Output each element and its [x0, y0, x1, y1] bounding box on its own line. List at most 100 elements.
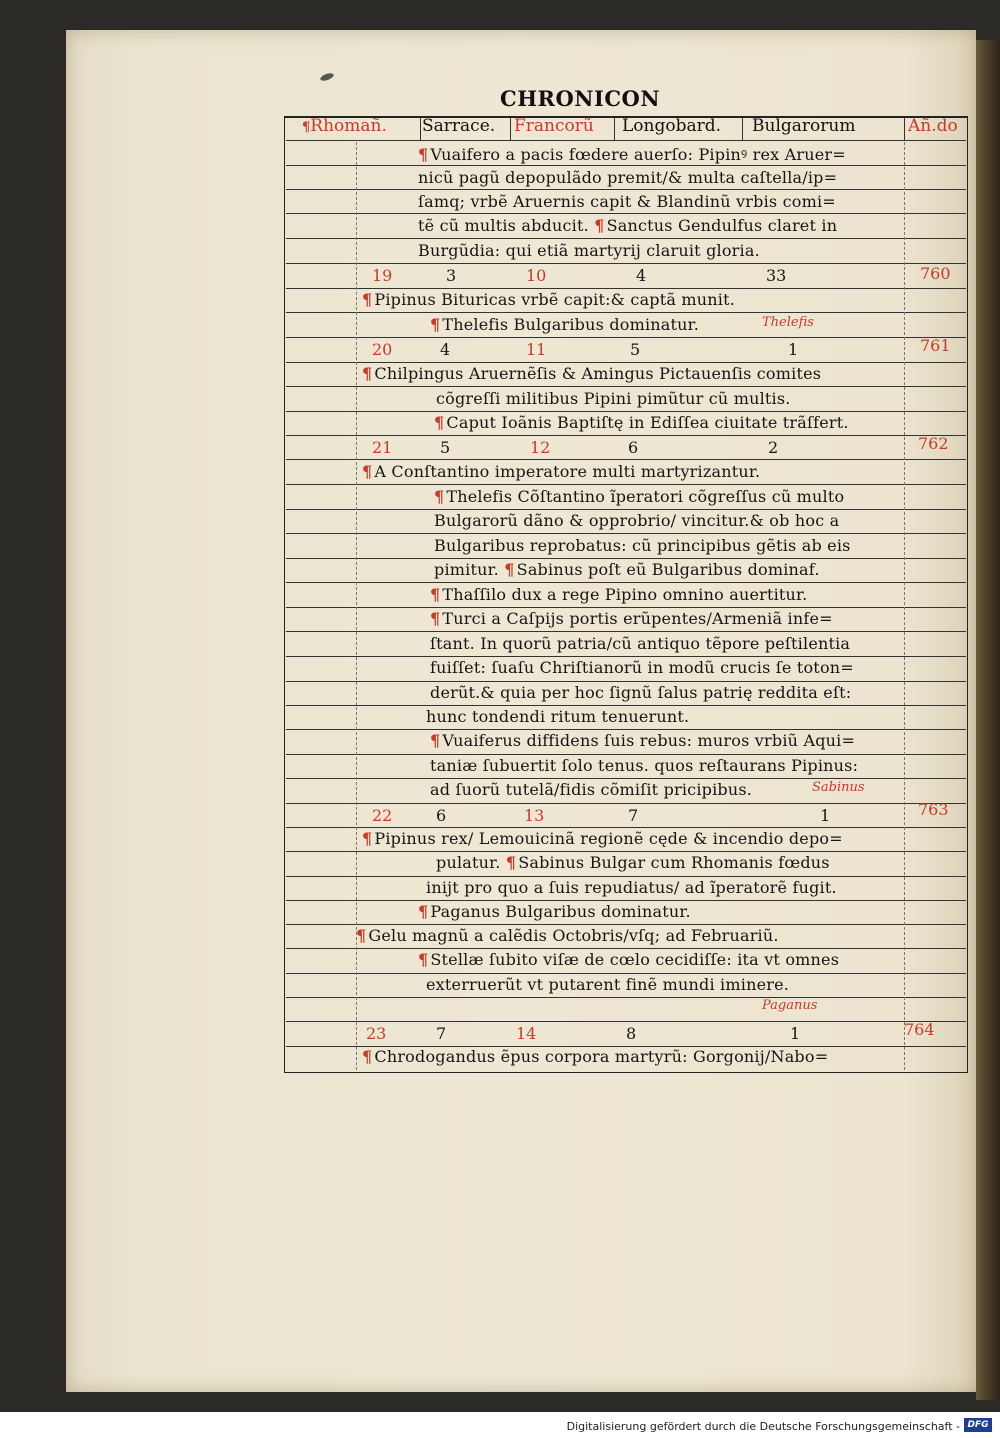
entry-line: ¶Paganus Bulgaribus dominatur.: [418, 902, 691, 921]
year-rhoman: 22: [372, 806, 393, 825]
col-rhoman: ¶Rhomañ.: [302, 116, 387, 136]
year-longobard: 5: [630, 340, 641, 359]
row-rule: [286, 1046, 966, 1047]
page-edge-shadow: [976, 40, 1000, 1400]
row-rule: [286, 288, 966, 289]
year-anno-domini: 764: [904, 1020, 935, 1039]
year-rhoman: 23: [366, 1024, 387, 1043]
row-rule: [286, 681, 966, 682]
year-francoru: 11: [526, 340, 547, 359]
row-rule: [286, 656, 966, 657]
left-column-guide: [356, 142, 357, 1070]
entry-line: ¶Pipinus Bituricas vrbẽ capit:& captã mu…: [362, 290, 736, 309]
year-francoru: 10: [526, 266, 547, 285]
row-rule: [286, 827, 966, 828]
entry-line: ¶Caput Ioãnis Baptiſtę in Ediſſea ciuita…: [434, 413, 849, 432]
entry-line: ¶Thelefis Cõſtantino ĩperatori cõgreſſus…: [434, 487, 845, 506]
row-rule: [286, 900, 966, 901]
year-sarrace: 3: [446, 266, 457, 285]
entry-line: ¶Gelu magnũ a calẽdis Octobris/vſq; ad F…: [356, 926, 779, 945]
row-rule: [286, 213, 966, 214]
entry-line: ¶Chilpingus Aruernẽſis & Amingus Pictaue…: [362, 364, 822, 383]
entry-line: inijt pro quo a ſuis repudiatus/ ad ĩper…: [426, 878, 837, 897]
entry-line: ¶Vuaifero a pacis fœdere auerſo: Pipinꝰ …: [418, 145, 846, 164]
col-sarrace: Sarrace.: [422, 116, 496, 136]
row-rule: [286, 362, 966, 363]
year-bulgarorum: 1: [820, 806, 831, 825]
entry-line: fuiſſet: ſuaſu Chriſtianorũ in modũ cruc…: [430, 658, 854, 677]
row-rule: [286, 509, 966, 510]
footer-text: Digitalisierung gefördert durch die Deut…: [566, 1420, 960, 1433]
entry-line: ¶Vuaiferus diffidens ſuis rebus: muros v…: [430, 731, 856, 750]
row-rule: [286, 140, 966, 141]
col-francoru: Francorũ: [514, 116, 594, 136]
year-rhoman: 20: [372, 340, 393, 359]
divider: [614, 118, 615, 140]
row-rule: [286, 754, 966, 755]
row-rule: [286, 558, 966, 559]
col-bulgarorum: Bulgarorum: [752, 116, 856, 136]
entry-line: ¶Thaſſilo dux a rege Pipino omnino auert…: [430, 585, 808, 604]
row-rule: [286, 948, 966, 949]
row-rule: [286, 337, 966, 338]
col-an-domini: Añ.do: [908, 116, 958, 136]
row-rule: [286, 386, 966, 387]
margin-note: Sabinus: [812, 780, 865, 795]
year-sarrace: 5: [440, 438, 451, 457]
entry-line: pimitur. ¶Sabinus poſt eũ Bulgaribus dom…: [434, 560, 820, 579]
year-francoru: 13: [524, 806, 545, 825]
divider: [904, 118, 905, 140]
right-column-guide: [904, 142, 905, 1070]
year-bulgarorum: 33: [766, 266, 787, 285]
entry-line: exterruerũt vt putarent finẽ mundi imine…: [426, 975, 790, 994]
year-bulgarorum: 1: [790, 1024, 801, 1043]
row-rule: [286, 631, 966, 632]
entry-line: Bulgarorũ dãno & opprobrio/ vincitur.& o…: [434, 511, 840, 530]
margin-note: Thelefis: [762, 315, 814, 330]
year-sarrace: 6: [436, 806, 447, 825]
entry-line: Bulgaribus reprobatus: cũ principibus gẽ…: [434, 536, 851, 555]
digitization-footer: Digitalisierung gefördert durch die Deut…: [0, 1412, 1000, 1438]
entry-line: ¶A Conſtantino imperatore multi martyriz…: [362, 462, 761, 481]
row-rule: [286, 582, 966, 583]
entry-line: ¶Thelefis Bulgaribus dominatur.: [430, 315, 700, 334]
entry-line: ¶Chrodogandus ẽpus corpora martyrũ: Gorg…: [362, 1047, 829, 1066]
row-rule: [286, 533, 966, 534]
year-longobard: 7: [628, 806, 639, 825]
entry-line: pulatur. ¶Sabinus Bulgar cum Rhomanis fœ…: [436, 853, 830, 872]
entry-line: derũt.& quia per hoc ſignũ ſalus patrię …: [430, 683, 852, 702]
row-rule: [286, 973, 966, 974]
row-rule: [286, 729, 966, 730]
year-longobard: 4: [636, 266, 647, 285]
year-anno-domini: 761: [920, 336, 951, 355]
year-longobard: 6: [628, 438, 639, 457]
divider: [420, 118, 421, 140]
row-rule: [286, 411, 966, 412]
row-rule: [286, 435, 966, 436]
col-longobard: Longobard.: [622, 116, 722, 136]
year-sarrace: 4: [440, 340, 451, 359]
entry-line: ¶Stellæ ſubito viſæ de cœlo cecidiſſe: i…: [418, 950, 840, 969]
year-sarrace: 7: [436, 1024, 447, 1043]
entry-line: nicũ pagũ depopulãdo premit/& multa caſt…: [418, 168, 838, 187]
margin-note: Paganus: [762, 998, 818, 1013]
row-rule: [286, 851, 966, 852]
entry-line: Burgũdia: qui etiã martyrij claruit glor…: [418, 241, 760, 260]
entry-line: ſtant. In quorũ patria/cũ antiquo tẽpore…: [430, 634, 851, 653]
divider: [742, 118, 743, 140]
row-rule: [286, 876, 966, 877]
year-bulgarorum: 1: [788, 340, 799, 359]
row-rule: [286, 803, 966, 804]
row-rule: [286, 607, 966, 608]
row-rule: [286, 189, 966, 190]
row-rule: [286, 705, 966, 706]
entry-line: hunc tondendi ritum tenuerunt.: [426, 707, 690, 726]
row-rule: [286, 312, 966, 313]
year-francoru: 14: [516, 1024, 537, 1043]
row-rule: [286, 459, 966, 460]
row-rule: [286, 997, 966, 998]
book-page: [66, 30, 976, 1392]
year-rhoman: 21: [372, 438, 393, 457]
entry-line: ¶Turci a Caſpijs portis erũpentes/Armeni…: [430, 609, 833, 628]
row-rule: [286, 165, 966, 166]
